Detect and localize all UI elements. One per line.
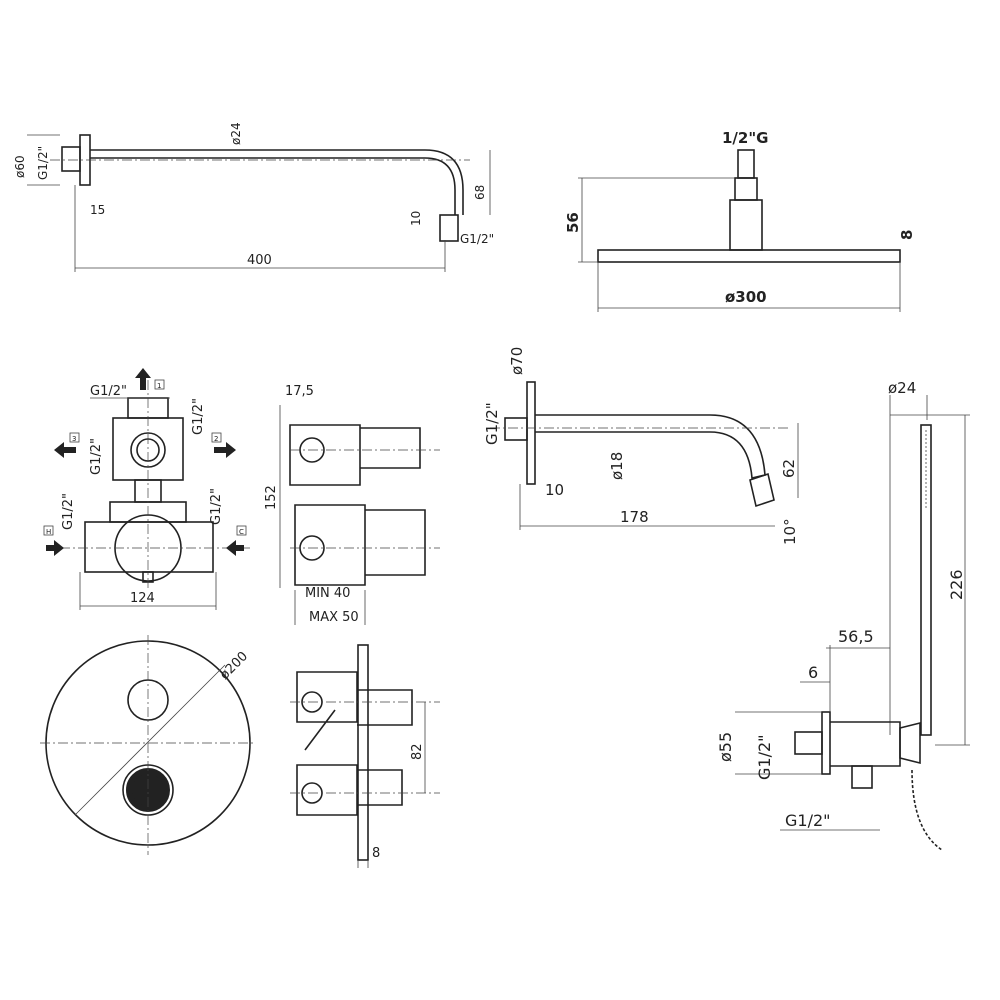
angle-label: 10°	[781, 518, 799, 545]
plate-label: 10	[545, 481, 564, 499]
dia-label: ø24	[888, 379, 916, 397]
thickness-label: 8	[898, 230, 916, 240]
width-label: 124	[130, 591, 155, 606]
height-label: 56	[564, 212, 582, 233]
offset-label: 17,5	[285, 384, 314, 399]
inlet-thread-r-label: G1/2"	[209, 488, 224, 525]
shower-head-drawing: 1/2"G 56 8 ø300	[564, 129, 916, 312]
plate-dia-label: ø60	[13, 155, 27, 178]
mixer-side-drawing: 17,5 152 MIN 40 MAX 50	[264, 384, 440, 625]
nozzle-label: 10	[409, 211, 423, 226]
side-thread-r-label: G1/2"	[191, 398, 206, 435]
inlet-thread-l-label: G1/2"	[61, 493, 76, 530]
thickness-label: 8	[372, 846, 380, 861]
diameter-label: ø200	[217, 649, 251, 683]
plate-dia-label: ø55	[716, 732, 735, 762]
shower-arm-drawing: ø60 G1/2" ø24 15 68 10 G1/2" 400	[13, 122, 494, 272]
plate-label: 6	[808, 663, 818, 682]
length-label: 226	[947, 569, 966, 600]
length-label: 400	[247, 253, 272, 268]
offset-label: 15	[90, 203, 105, 217]
length-label: 178	[620, 508, 649, 526]
spout-drawing: ø70 G1/2" ø18 62 10 178 10°	[483, 347, 799, 545]
trim-plate-drawing: ø200 82 8	[40, 635, 440, 868]
plate-dia-label: ø70	[508, 347, 526, 375]
diameter-label: ø300	[725, 288, 767, 306]
spacing-label: 82	[410, 743, 425, 760]
inlet-hot-label: H	[46, 528, 51, 536]
thread-label: 1/2"G	[722, 129, 768, 147]
bracket-depth-label: 56,5	[838, 627, 874, 646]
hand-shower-drawing: ø24 226 56,5 6 ø55 G1/2" G1/2"	[716, 379, 970, 851]
max-depth-label: MAX 50	[309, 610, 359, 625]
mixer-body-drawing: 1 2 3 H C G1/2" G1/2" G1/2" G1/2" G1/2" …	[43, 368, 250, 610]
min-depth-label: MIN 40	[305, 586, 350, 601]
top-thread-label: G1/2"	[90, 384, 127, 399]
thread-out-label: G1/2"	[460, 232, 494, 246]
thread-in-label: G1/2"	[755, 734, 774, 780]
thread-in-label: G1/2"	[36, 146, 50, 180]
inlet-cold-label: C	[239, 528, 244, 536]
outlet-3-label: 3	[72, 435, 76, 443]
thread-out-label: G1/2"	[785, 811, 831, 830]
drop-label: 62	[780, 459, 798, 478]
outlet-2-label: 2	[214, 435, 218, 443]
outlet-1-label: 1	[157, 382, 161, 390]
pipe-dia-label: ø24	[229, 122, 243, 145]
pipe-dia-label: ø18	[608, 452, 626, 480]
drop-label: 68	[473, 185, 487, 200]
side-thread-l-label: G1/2"	[89, 438, 104, 475]
height-label: 152	[264, 485, 279, 510]
thread-label: G1/2"	[483, 402, 501, 445]
